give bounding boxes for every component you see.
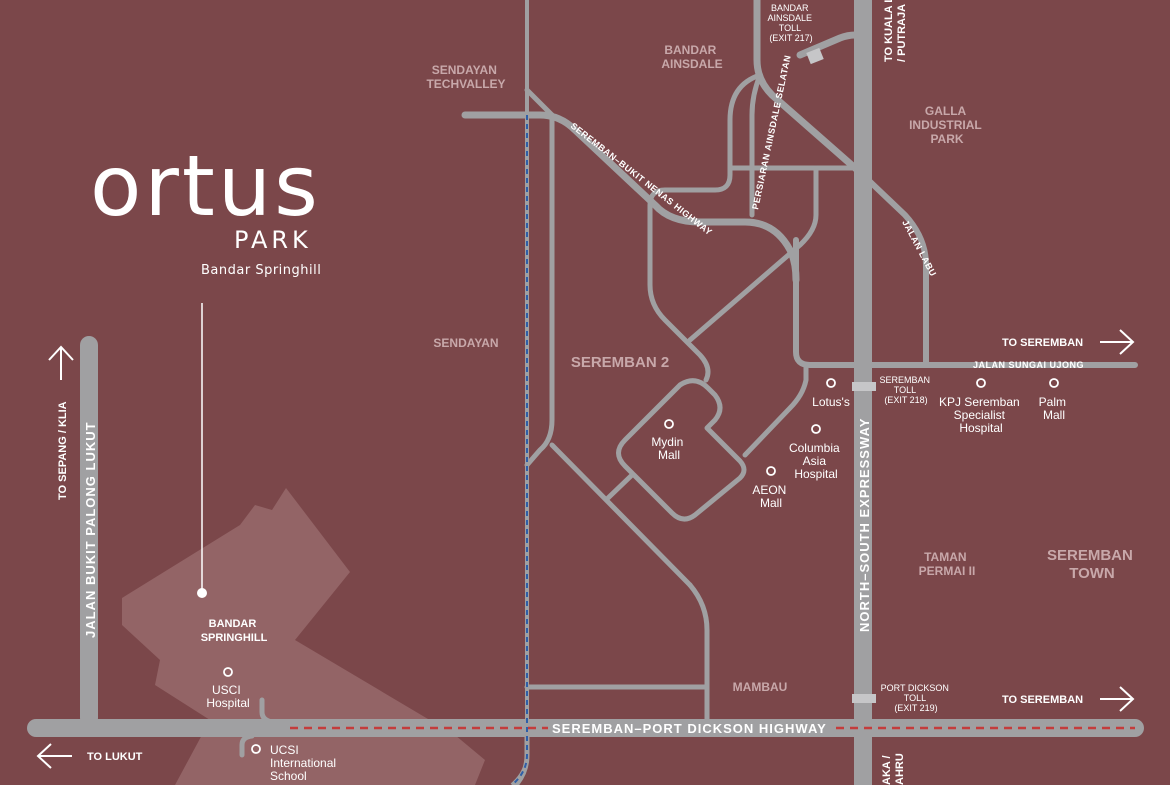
points-of-interest: Lotus's Mydin Mall Columbia Asia Hospita…	[206, 378, 1070, 783]
ortus-park-logo: ortus PARK Bandar Springhill	[90, 137, 321, 278]
seremban-pd-label-bg	[548, 719, 831, 737]
north-south-expressway-label: NORTH–SOUTH EXPRESSWAY	[857, 418, 872, 632]
kpj-marker-icon	[976, 378, 986, 388]
logo-tagline: Bandar Springhill	[201, 263, 321, 278]
to-seremban-top-label: TO SEREMBAN	[1002, 337, 1083, 349]
ucsi-school-marker-icon	[251, 744, 261, 754]
seremban-town-label: SEREMBAN TOWN	[1047, 547, 1137, 582]
mydin-mall-label: Mydin Mall	[651, 435, 686, 462]
ainsdale-toll-connector	[796, 31, 859, 59]
to-seremban-bottom-label: TO SEREMBAN	[1002, 694, 1083, 706]
persiaran-ainsdale-selatan	[647, 72, 763, 383]
lotus-marker-icon	[826, 378, 836, 388]
bandar-springhill-label: BANDAR SPRINGHILL	[201, 618, 268, 644]
palm-mall-label: Palm Mall	[1039, 395, 1070, 422]
seremban-toll-label: SEREMBAN TOLL (EXIT 218)	[879, 375, 932, 405]
jalan-sungai-ujong-label: JALAN SUNGAI UJONG	[973, 360, 1084, 370]
seremban-toll-plaza	[852, 382, 876, 391]
sendayan-techvalley-label: SENDAYAN TECHVALLEY	[426, 63, 505, 91]
palm-mall-marker-icon	[1049, 378, 1059, 388]
seremban-2-label: SEREMBAN 2	[571, 354, 669, 371]
to-melaka-label-line2: AHRU	[894, 753, 906, 785]
to-lukut-arrow-icon	[36, 743, 72, 769]
lotus-label: Lotus's	[812, 395, 850, 409]
area-labels: SENDAYAN TECHVALLEY BANDAR AINSDALE GALL…	[201, 43, 1137, 694]
toll-labels: BANDAR AINSDALE TOLL (EXIT 217) SEREMBAN…	[767, 3, 952, 713]
to-kuala-lumpur-label-line1: TO KUALA L	[883, 0, 895, 62]
seremban-bukit-nenas-highway-label: SEREMBAN–BUKIT NENAS HIGHWAY	[569, 121, 714, 238]
connector-road-b	[687, 165, 819, 343]
bandar-springhill-development-area	[122, 488, 485, 785]
aeon-mall-label: AEON Mall	[752, 483, 789, 510]
port-dickson-toll-plaza	[852, 694, 876, 703]
jalan-bukit-palong-lukut-label: JALAN BUKIT PALONG LUKUT	[83, 421, 98, 638]
galla-industrial-park-label: GALLA INDUSTRIAL PARK	[909, 104, 985, 146]
sendayan-label: SENDAYAN	[433, 336, 498, 350]
bandar-ainsdale-label: BANDAR AINSDALE	[661, 43, 722, 71]
aeon-curve-road	[742, 362, 809, 458]
mambau-label: MAMBAU	[733, 680, 788, 694]
ktm-rail-blue-dash	[511, 115, 528, 785]
usci-hospital-marker-icon	[223, 667, 233, 677]
jalan-sungai-ujong	[793, 237, 1138, 368]
ainsdale-toll-label: BANDAR AINSDALE TOLL (EXIT 217)	[767, 3, 814, 43]
to-kuala-lumpur-label-line2: / PUTRAJA	[896, 4, 908, 62]
road-network	[27, 0, 1144, 785]
aeon-marker-icon	[766, 466, 776, 476]
mydin-marker-icon	[664, 419, 674, 429]
direction-indicators: TO SEREMBAN TO SEREMBAN TO LUKUT TO SEPA…	[36, 0, 1135, 785]
jalan-labu-label: JALAN LABU	[900, 218, 938, 278]
toll-plazas	[806, 47, 876, 703]
mydin-mall-block	[616, 378, 747, 522]
to-lukut-label: TO LUKUT	[87, 751, 143, 763]
mambau-road	[687, 582, 710, 731]
usci-hospital-label: USCI Hospital	[206, 683, 249, 710]
columbia-marker-icon	[811, 424, 821, 434]
seremban2-western-road	[524, 112, 555, 468]
jalan-labu	[860, 172, 929, 368]
to-melaka-label-line1: AKA /	[881, 755, 893, 785]
taman-permai-label: TAMAN PERMAI II	[919, 550, 976, 578]
logo-park-text: PARK	[234, 226, 312, 254]
port-dickson-toll-label: PORT DICKSON TOLL (EXIT 219)	[881, 683, 952, 713]
diagonal-road	[549, 442, 693, 588]
kpj-seremban-hospital-label: KPJ Seremban Specialist Hospital	[939, 395, 1023, 435]
location-pointer-dot	[197, 588, 207, 598]
to-seremban-bottom-arrow-icon	[1100, 686, 1135, 712]
sendayan-techvalley-link	[524, 87, 555, 118]
ucsi-access-road	[239, 733, 255, 758]
seremban-port-dickson-highway-label: SEREMBAN–PORT DICKSON HIGHWAY	[552, 721, 827, 736]
ainsdale-selatan-branch	[749, 72, 763, 218]
ucsi-international-school-label: UCSI International School	[270, 743, 339, 783]
columbia-asia-hospital-label: Columbia Asia Hospital	[789, 441, 843, 481]
usci-access-road	[259, 697, 275, 725]
ainsdale-toll-plaza	[806, 47, 824, 65]
seremban-bukit-nenas-highway	[461, 111, 800, 284]
to-seremban-top-arrow-icon	[1100, 329, 1135, 355]
logo-ortus-text: ortus	[90, 137, 321, 235]
to-sepang-arrow-icon	[48, 345, 74, 380]
mydin-connector	[605, 472, 635, 501]
to-sepang-klia-label: TO SEPANG / KLIA	[57, 401, 69, 500]
